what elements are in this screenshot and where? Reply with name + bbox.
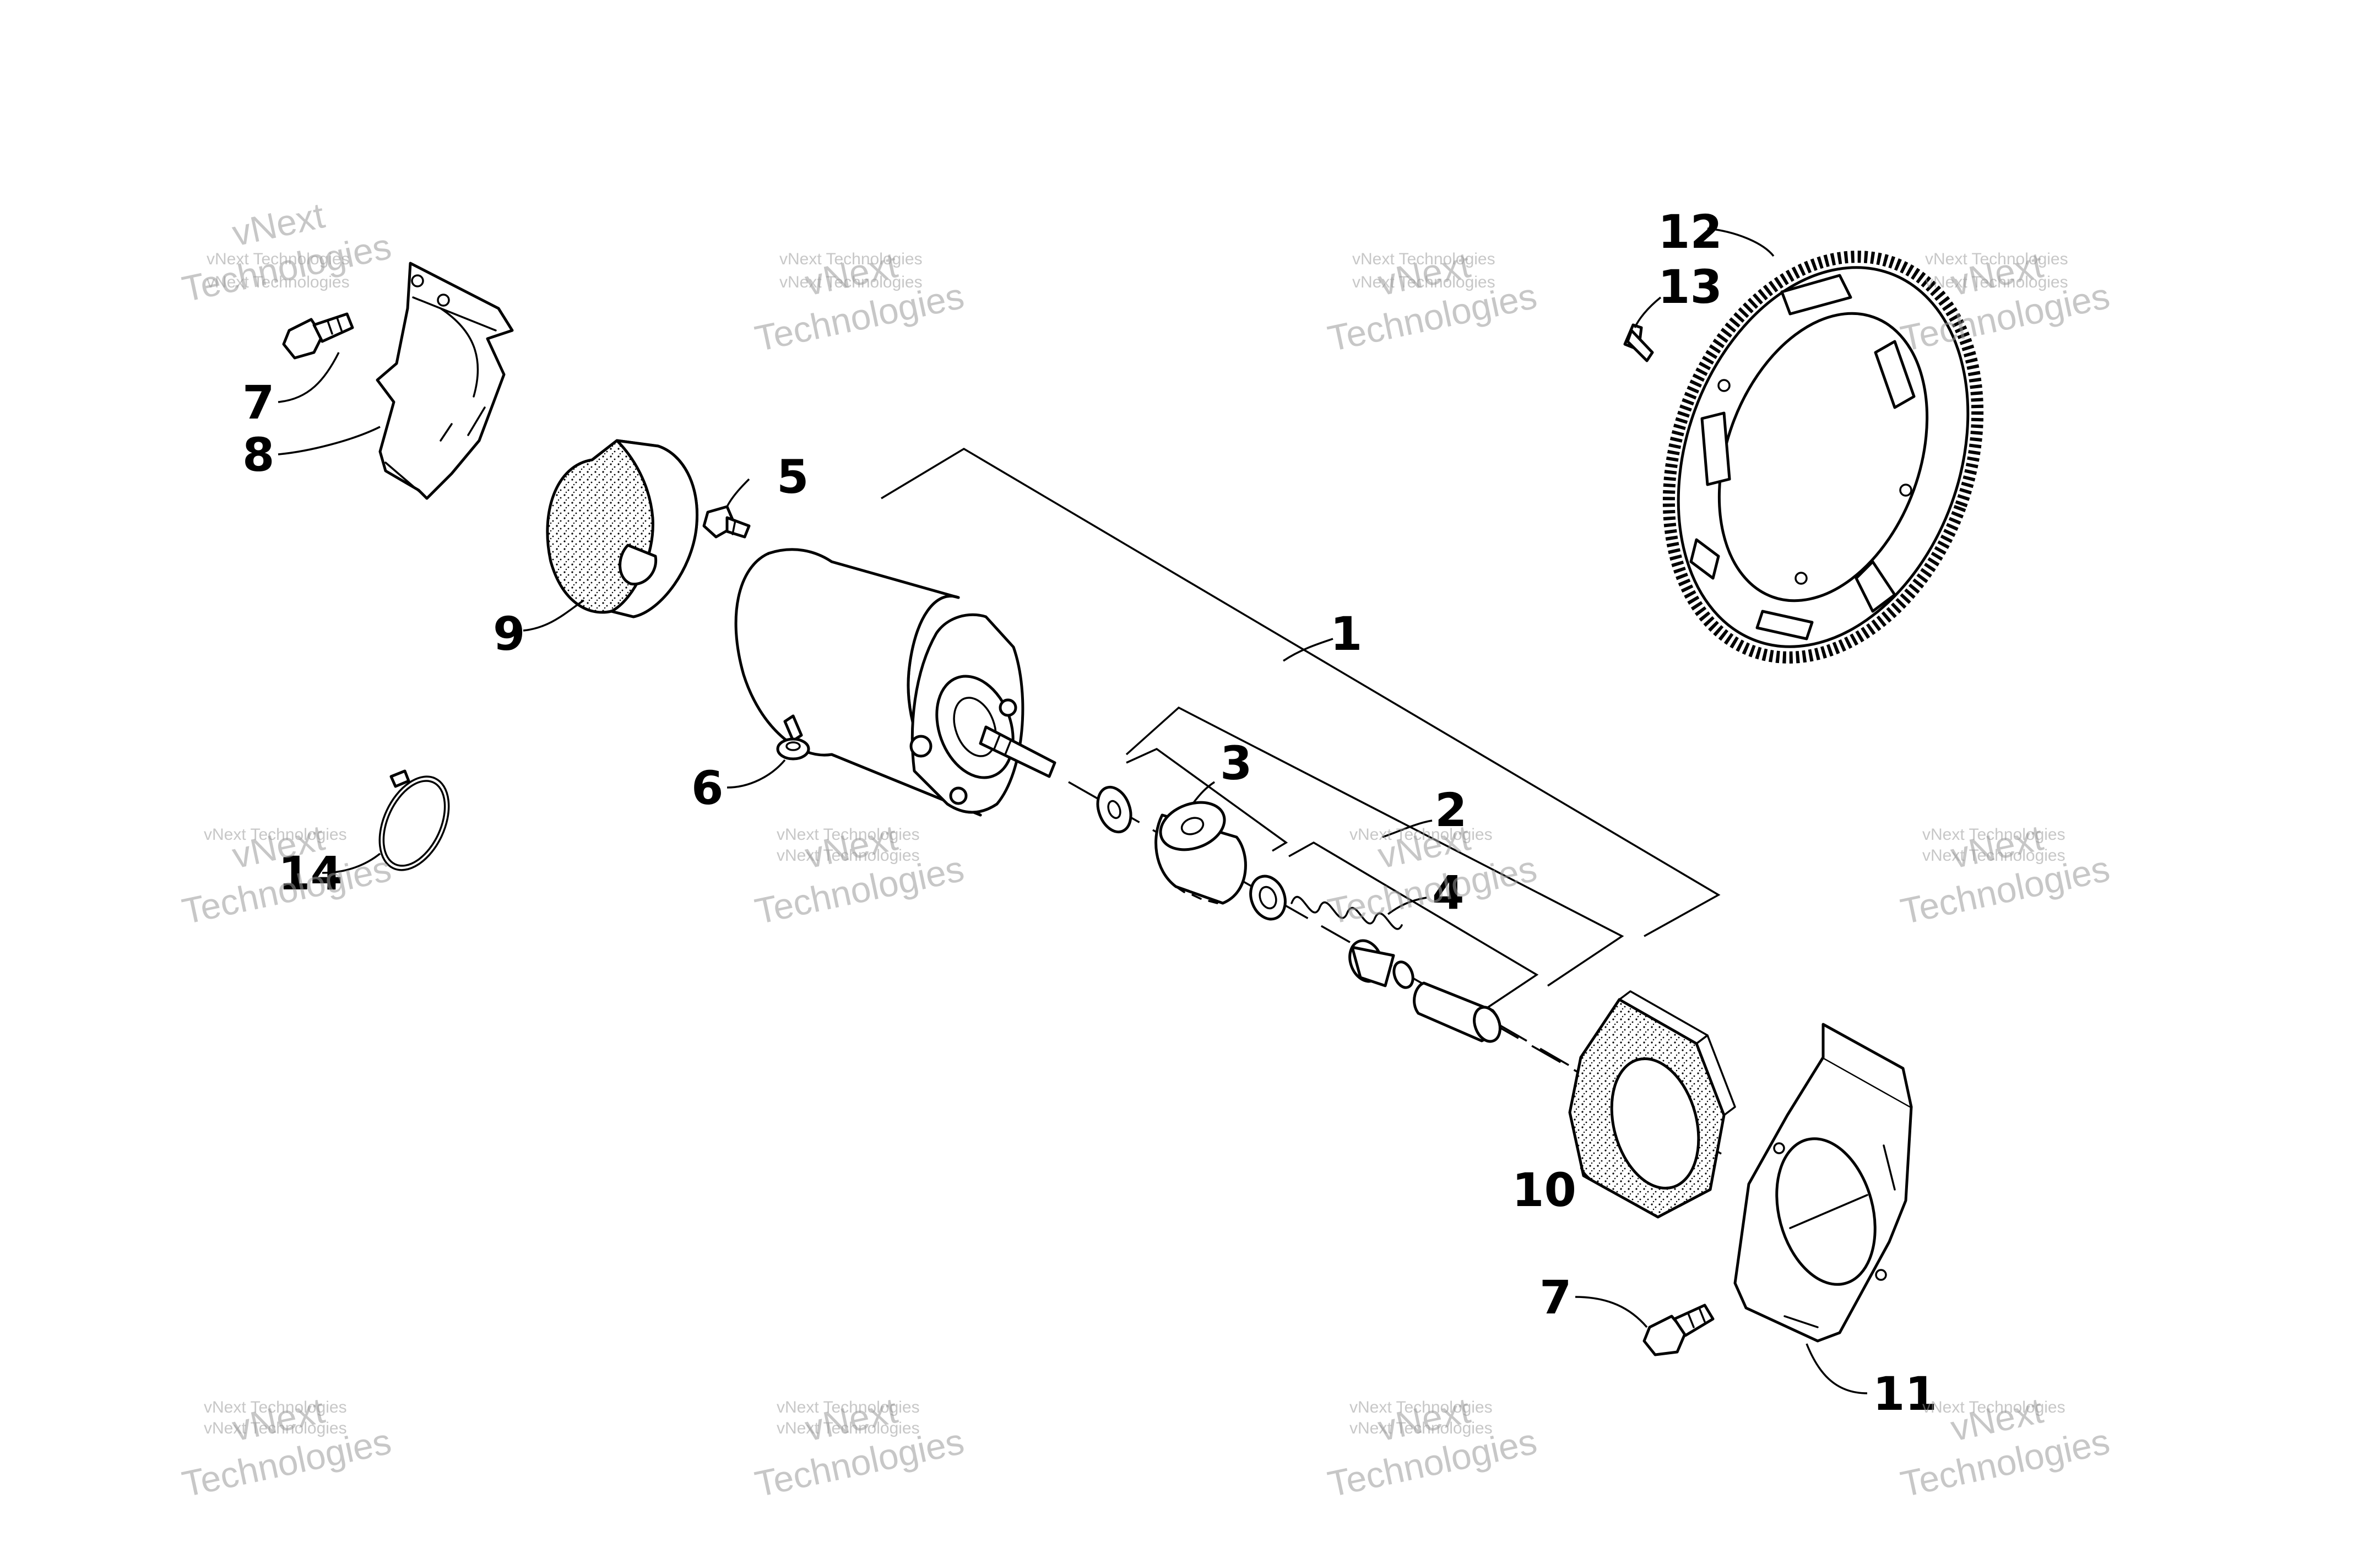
watermark-small: vNext Technologies <box>1349 826 1493 844</box>
nut-part-6 <box>776 737 810 761</box>
callout-2: 2 <box>1435 783 1467 837</box>
screw-part-5 <box>702 505 751 539</box>
collar <box>1249 875 1287 921</box>
watermark-small: vNext Technologies <box>1925 273 2068 291</box>
callout-7-upper: 7 <box>242 376 274 430</box>
watermark-small: vNext Technologies <box>1922 1398 2065 1416</box>
callout-7-lower: 7 <box>1539 1270 1571 1324</box>
foam-gasket-part-10 <box>1568 990 1736 1219</box>
ring-gear-part-12 <box>1662 251 1984 664</box>
callout-labels: 1 2 3 4 5 6 7 7 8 9 10 11 12 13 14 <box>242 205 1937 1421</box>
callout-4: 4 <box>1432 866 1464 920</box>
spring <box>1291 895 1403 930</box>
callout-9: 9 <box>493 607 525 661</box>
watermark-small: vNext Technologies <box>207 250 350 268</box>
hose-clamp-part-14 <box>378 769 450 871</box>
callout-8: 8 <box>242 428 274 482</box>
mounting-plate-part-11 <box>1733 1023 1913 1343</box>
assembly-brackets <box>881 447 1721 1009</box>
callout-1: 1 <box>1330 607 1362 661</box>
watermark-small: vNext Technologies <box>1352 273 1495 291</box>
watermark-small: vNext Technologies <box>779 273 923 291</box>
watermark-small: vNext Technologies <box>1352 250 1495 268</box>
callout-5: 5 <box>777 450 809 504</box>
watermark-small: vNext Technologies <box>204 1398 347 1416</box>
watermark-small: vNext Technologies <box>1922 826 2065 844</box>
watermark-small: vNext Technologies <box>777 1419 920 1437</box>
watermark-small: vNext Technologies <box>1349 1419 1493 1437</box>
watermark-small: vNext Technologies <box>1349 1398 1493 1416</box>
screw-part-13 <box>1623 323 1654 362</box>
watermark-small: vNext Technologies <box>207 273 350 291</box>
bolt-part-7-lower <box>1642 1304 1715 1356</box>
callout-12: 12 <box>1658 205 1722 259</box>
washer <box>1096 785 1132 834</box>
starter-motor <box>734 548 1056 817</box>
pinion-gear-part-3 <box>1154 801 1247 905</box>
callout-14: 14 <box>278 846 343 900</box>
watermark-small: vNext Technologies <box>777 826 920 844</box>
snap-ring <box>1392 960 1414 989</box>
stop-collar <box>1413 981 1501 1043</box>
watermark-small: vNext Technologies <box>777 1398 920 1416</box>
watermark-small: vNext Technologies <box>1925 250 2068 268</box>
watermark-small: vNext Technologies <box>1922 846 2065 865</box>
foam-pad-part-9 <box>546 439 699 618</box>
callout-3: 3 <box>1220 736 1252 790</box>
mounting-bracket-part-8 <box>376 262 514 500</box>
leader-lines <box>278 227 1868 1394</box>
callout-13: 13 <box>1658 260 1722 314</box>
bolt-part-7-upper <box>282 312 354 360</box>
watermark-small: vNext Technologies <box>204 826 347 844</box>
watermark-small: vNext Technologies <box>204 1419 347 1437</box>
callout-6: 6 <box>691 761 723 815</box>
callout-10: 10 <box>1512 1163 1576 1217</box>
watermark-small: vNext Technologies <box>777 846 920 865</box>
watermark-small: vNext Technologies <box>779 250 923 268</box>
callout-11: 11 <box>1873 1367 1937 1421</box>
sleeve <box>1348 939 1395 987</box>
